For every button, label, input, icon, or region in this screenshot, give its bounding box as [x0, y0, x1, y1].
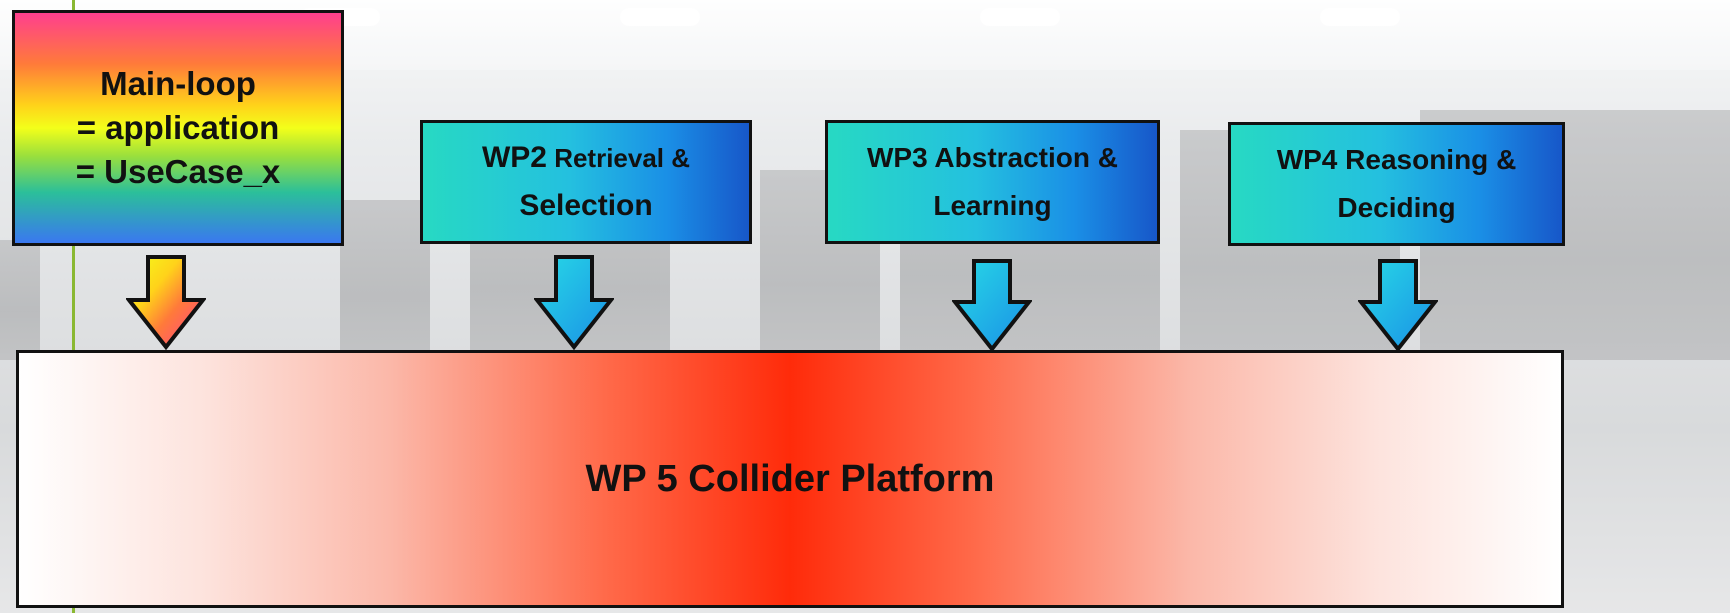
down-arrow-icon [1358, 259, 1438, 352]
down-arrow-icon [534, 255, 614, 350]
down-arrow-icon [952, 259, 1032, 352]
server-rack [340, 200, 430, 360]
wp3-box: WP3 Abstraction & Learning [825, 120, 1160, 244]
wp4-line2: Deciding [1337, 192, 1456, 223]
main-loop-line1: Main-loop [100, 65, 256, 102]
wp3-line1: WP3 Abstraction & [867, 142, 1118, 173]
ceiling-light [1320, 8, 1400, 26]
ceiling-light [620, 8, 700, 26]
main-loop-line3: = UseCase_x [75, 153, 281, 190]
collider-platform-box: WP 5 Collider Platform [16, 350, 1564, 608]
main-loop-box: Main-loop = application = UseCase_x [12, 10, 344, 246]
wp3-line2: Learning [933, 190, 1052, 221]
platform-label: WP 5 Collider Platform [585, 457, 995, 500]
down-arrow-icon [126, 255, 206, 350]
wp4-line1: WP4 Reasoning & [1276, 144, 1517, 175]
wp2-line2: Selection [519, 189, 653, 222]
wp2-line1: WP2 Retrieval & [482, 134, 690, 182]
wp2-line1-rest: Retrieval & [546, 143, 691, 173]
server-rack [0, 240, 40, 360]
main-loop-line2: = application [76, 109, 280, 146]
wp2-box: WP2 Retrieval & Selection [420, 120, 752, 244]
wp4-box: WP4 Reasoning & Deciding [1228, 122, 1565, 246]
ceiling-light [980, 8, 1060, 26]
accent-line [72, 0, 75, 613]
wp2-prefix: WP2 [481, 141, 547, 174]
